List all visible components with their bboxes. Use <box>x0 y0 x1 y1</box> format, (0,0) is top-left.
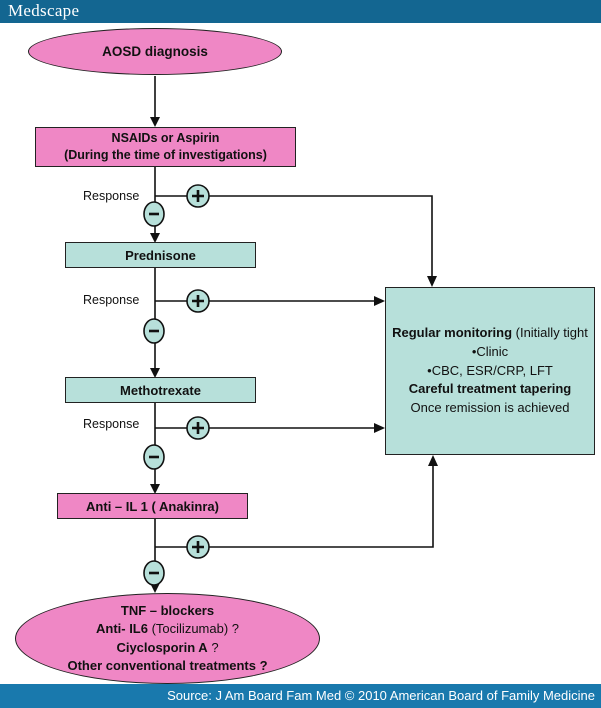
arrowhead-down-monitor-top <box>427 276 437 287</box>
response-label-3: Response <box>83 417 140 431</box>
source-text: Source: J Am Board Fam Med © 2010 Americ… <box>167 688 595 703</box>
node-label-line2: (During the time of investigations) <box>64 148 267 162</box>
arrowhead-down-antiil1 <box>150 484 160 494</box>
node-anti-il1-anakinra: Anti – IL 1 ( Anakinra) <box>57 493 248 519</box>
node-methotrexate: Methotrexate <box>65 377 256 403</box>
connector-branch1-to-monitor-top <box>155 195 433 276</box>
minus-icon <box>143 444 165 470</box>
node-aosd-diagnosis: AOSD diagnosis <box>28 28 282 75</box>
node-label: Anti – IL 1 ( Anakinra) <box>86 498 219 514</box>
minus-icon <box>143 318 165 344</box>
node-regular-monitoring: Regular monitoring (Initially tight •Cli… <box>385 287 595 455</box>
plus-icon <box>186 416 210 440</box>
final-line1: TNF – blockers <box>120 603 215 619</box>
plus-icon <box>186 184 210 208</box>
medscape-logo: Medscape <box>8 1 80 20</box>
node-label: Prednisone <box>125 247 196 263</box>
minus-icon <box>143 560 165 586</box>
response-label-1: Response <box>83 189 140 203</box>
node-nsaids-aspirin: NSAIDs or Aspirin (During the time of in… <box>35 127 296 167</box>
final-line4: Other conventional treatments ? <box>67 657 268 673</box>
plus-icon <box>186 289 210 313</box>
final-line3: Ciyclosporin A ? <box>116 639 219 655</box>
response-label-2: Response <box>83 293 140 307</box>
arrowhead-right-monitor-1 <box>374 296 385 306</box>
node-label-line1: NSAIDs or Aspirin <box>111 131 220 146</box>
connector-branch4-to-monitor-bottom <box>155 466 434 548</box>
node-final-options: TNF – blockers Anti- IL6 (Tocilizumab) ?… <box>15 593 320 684</box>
monitor-line3: •CBC, ESR/CRP, LFT <box>427 362 553 378</box>
monitor-line4: Careful treatment tapering <box>408 381 572 397</box>
arrowhead-down-nsaids <box>150 117 160 127</box>
arrowhead-down-prednisone <box>150 233 160 243</box>
final-line2: Anti- IL6 (Tocilizumab) ? <box>95 621 240 637</box>
minus-icon <box>143 201 165 227</box>
monitor-line1: Regular monitoring (Initially tight <box>392 324 588 340</box>
monitor-line2: •Clinic <box>471 343 509 359</box>
monitor-line5: Once remission is achieved <box>410 400 570 416</box>
arrowhead-down-methotrexate <box>150 368 160 378</box>
header-bar: Medscape <box>0 0 601 23</box>
node-label: AOSD diagnosis <box>102 44 208 59</box>
footer-bar: Source: J Am Board Fam Med © 2010 Americ… <box>0 684 601 708</box>
node-prednisone: Prednisone <box>65 242 256 268</box>
plus-icon <box>186 535 210 559</box>
arrowhead-right-monitor-2 <box>374 423 385 433</box>
arrowhead-up-monitor-bottom <box>428 455 438 466</box>
node-label: Methotrexate <box>120 382 201 398</box>
